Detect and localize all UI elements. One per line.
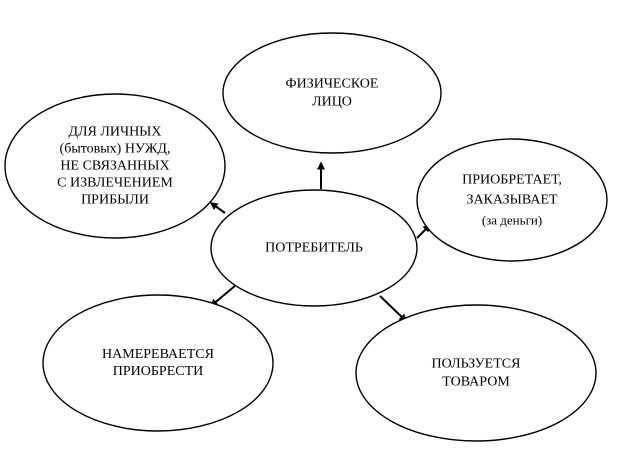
node-label-acquires-line-1: ПРИОБРЕТАЕТ, bbox=[462, 173, 562, 188]
node-label-consumer-line-1: ПОТРЕБИТЕЛЬ bbox=[265, 241, 363, 256]
node-acquires: ПРИОБРЕТАЕТ, ЗАКАЗЫВАЕТ (за деньги) bbox=[416, 138, 608, 262]
node-label-personal-needs-line-5: ПРИБЫЛИ bbox=[81, 193, 149, 208]
node-label-individual-line-1: ФИЗИЧЕСКОЕ bbox=[286, 77, 379, 92]
node-personal-needs: ДЛЯ ЛИЧНЫХ (бытовых) НУЖД, НЕ СВЯЗАННЫХ С И… bbox=[4, 93, 226, 239]
node-ellipse-intends bbox=[42, 294, 274, 432]
node-intends: НАМЕРЕВАЕТСЯ ПРИОБРЕСТИ bbox=[42, 294, 274, 432]
node-consumer: ПОТРЕБИТЕЛЬ bbox=[210, 189, 418, 307]
node-ellipse-individual bbox=[222, 32, 442, 154]
node-label-uses-line-1: ПОЛЬЗУЕТСЯ bbox=[432, 357, 521, 372]
node-label-acquires-line-3: (за деньги) bbox=[482, 213, 542, 228]
arrow-consumer-to-uses bbox=[379, 295, 408, 323]
node-ellipse-acquires bbox=[416, 138, 608, 262]
node-individual: ФИЗИЧЕСКОЕ ЛИЦО bbox=[222, 32, 442, 154]
node-label-intends-line-2: ПРИОБРЕСТИ bbox=[113, 364, 204, 379]
node-label-personal-needs-line-4: С ИЗВЛЕЧЕНИЕМ bbox=[57, 176, 173, 191]
node-label-personal-needs-line-2: (бытовых) НУЖД, bbox=[60, 142, 171, 157]
node-label-individual-line-2: ЛИЦО bbox=[312, 95, 352, 110]
arrow-consumer-to-intends bbox=[209, 284, 237, 307]
node-label-personal-needs-line-1: ДЛЯ ЛИЧНЫХ bbox=[68, 125, 161, 140]
edges-layer bbox=[209, 161, 432, 323]
nodes-layer: ПОТРЕБИТЕЛЬ ФИЗИЧЕСКОЕ ЛИЦО ДЛЯ ЛИЧНЫХ (быто… bbox=[4, 32, 608, 442]
node-label-intends-line-1: НАМЕРЕВАЕТСЯ bbox=[102, 347, 214, 362]
node-ellipse-consumer bbox=[210, 189, 418, 307]
arrow-consumer-to-personal-needs bbox=[209, 202, 226, 214]
node-label-personal-needs-line-3: НЕ СВЯЗАННЫХ bbox=[60, 159, 169, 174]
node-label-uses-line-2: ТОВАРОМ bbox=[442, 375, 510, 390]
node-ellipse-personal-needs bbox=[4, 93, 226, 239]
node-ellipse-uses bbox=[355, 304, 597, 442]
node-label-acquires-line-2: ЗАКАЗЫВАЕТ bbox=[466, 193, 558, 208]
node-uses: ПОЛЬЗУЕТСЯ ТОВАРОМ bbox=[355, 304, 597, 442]
